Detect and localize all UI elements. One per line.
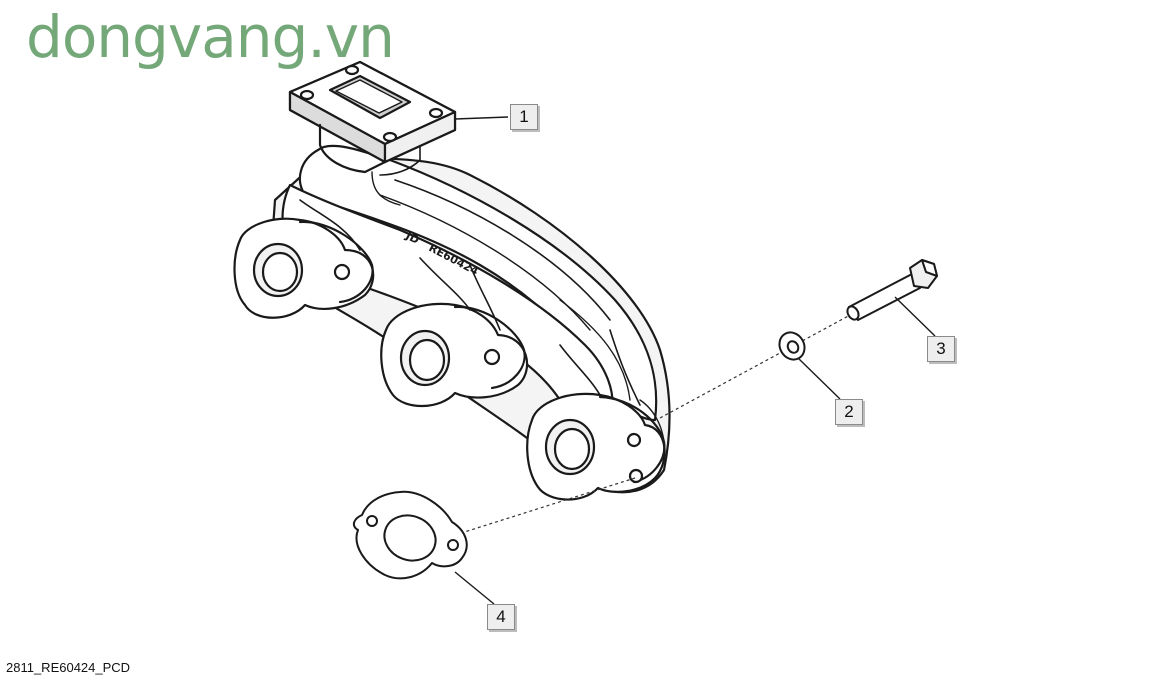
leader-line-3 [894,296,936,337]
leader-line-1 [454,116,509,120]
port-3-rib-3 [639,399,665,451]
assembly-axis-lower [454,477,636,536]
callout-2: 2 [835,399,863,425]
flange-neck-2 [379,145,421,176]
port-2-lobe [453,305,526,390]
port-2-rib-1 [419,257,471,311]
turbo-opening-inner [335,79,403,114]
port-1-lobe [298,220,374,304]
washer-icon [778,331,806,361]
port-1-bolt-hole [333,263,351,281]
gasket-hole-left [366,515,378,527]
callout-4: 4 [487,604,515,630]
port-2-bolt-hole [483,348,501,366]
flange-neck [318,123,387,174]
gasket-bore [383,514,437,562]
manifold-ridge-1 [394,179,611,321]
bolt-head-face [921,259,938,277]
port-2-bore-inner [408,338,446,382]
port-3-bolt-hole-upper [626,432,642,448]
flange-hole-3 [428,107,444,119]
leader-line-4 [454,571,495,605]
bolt-shank [848,273,921,321]
gasket-hole-right [447,539,459,551]
assembly-axis-upper [659,313,853,419]
callout-3: 3 [927,336,955,362]
watermark-logo: dongvang.vn [26,3,395,71]
port-3-rib-2 [609,329,641,406]
port-1-bore-inner [261,251,299,293]
port-3-rib-1 [559,344,601,396]
leader-line-2 [797,357,841,400]
manifold-ridge-4 [559,299,631,401]
bolt-icon [846,259,938,321]
bolt-tip [846,305,860,321]
casting-mark-jd: JD [403,229,422,247]
diagram-code: 2811_RE60424_PCD [6,660,131,675]
port-1-rib [299,199,361,251]
port-2-rib-2 [469,264,501,331]
flange-hole-4 [382,131,398,143]
callout-1: 1 [510,104,538,130]
port-3-bore-inner [553,427,591,471]
washer-inner [786,340,800,354]
turbo-flange-right [383,110,457,164]
flange-hole-1 [299,89,315,101]
manifold-ridge-3 [371,171,401,206]
gasket-icon [352,490,468,580]
port-3-bolt-hole-lower [628,468,644,484]
flange-hole-2 [344,64,360,76]
exhaust-manifold-icon: JD RE60424 [233,60,671,501]
